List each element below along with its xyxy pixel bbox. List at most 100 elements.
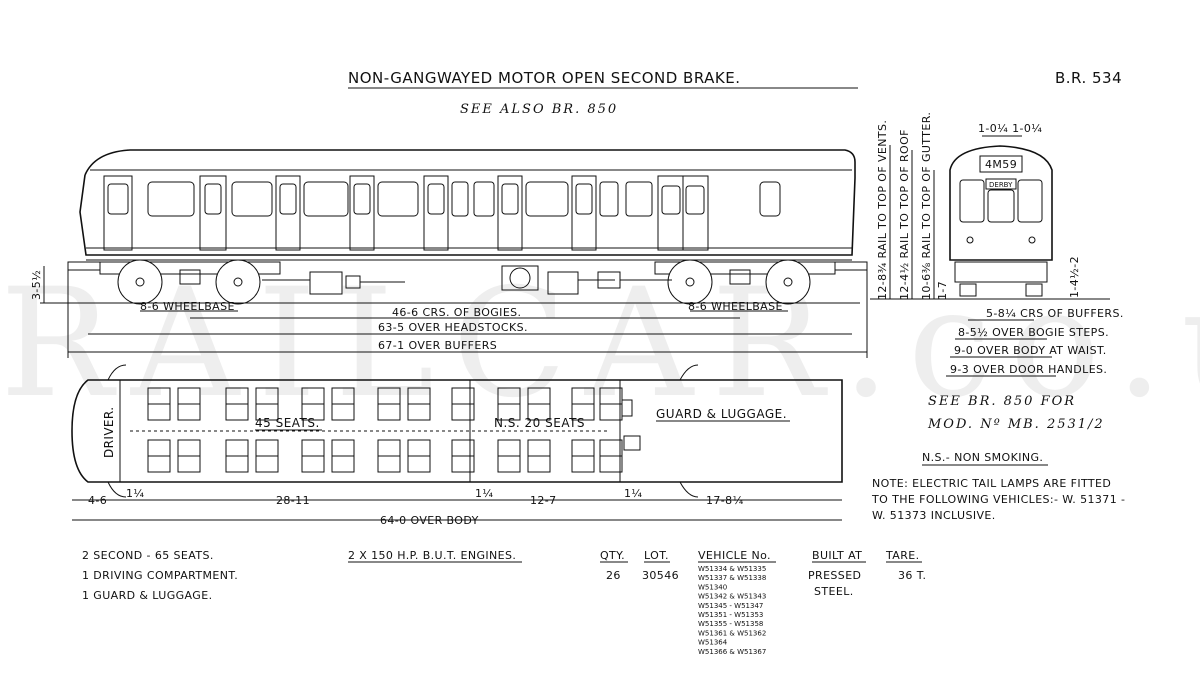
vehicle-number-row: W51355 - W51358 xyxy=(698,620,763,628)
qty-value: 26 xyxy=(606,569,621,582)
guard-label: GUARD & LUGGAGE. xyxy=(656,407,787,421)
door-window xyxy=(685,185,705,215)
buffer-left xyxy=(67,261,101,271)
tare-value: 36 T. xyxy=(898,569,926,582)
rail-to-roof-label: 12-4½ RAIL TO TOP OF ROOF xyxy=(898,129,911,300)
cab-window-centre xyxy=(987,189,1015,223)
cab-window-left xyxy=(959,179,985,223)
side-door xyxy=(497,175,523,251)
end-buffer xyxy=(1025,283,1043,297)
bogie-centres-label: 46-6 CRS. OF BOGIES. xyxy=(392,306,521,319)
vehicle-number-row: W51337 & W51338 xyxy=(698,574,766,582)
vehicle-number-row: W51364 xyxy=(698,639,728,647)
side-body-outline xyxy=(79,174,856,256)
header-vehicle: VEHICLE No. xyxy=(698,549,771,562)
over-body-label: 64-0 OVER BODY xyxy=(380,514,479,527)
door-swing xyxy=(679,481,699,498)
rail-to-gutter-label: 10-6⅜ RAIL TO TOP OF GUTTER. xyxy=(920,112,933,300)
side-elevation: 3-5½ 8-6 WHEELBASE 8-6 WHEELBASE 46-6 CR… xyxy=(30,149,868,358)
side-height-label: 1-4½-2 xyxy=(1068,256,1081,298)
bogie-steps-label: 8-5½ OVER BOGIE STEPS. xyxy=(958,326,1109,339)
accommodation-2: 1 DRIVING COMPARTMENT. xyxy=(82,569,238,582)
side-window xyxy=(231,181,273,217)
rail-to-floor-label: 1-7 xyxy=(936,281,949,300)
note-line-3: W. 51373 INCLUSIVE. xyxy=(872,509,996,522)
built-line-1: PRESSED xyxy=(808,569,861,582)
handnote-line-1: SEE BR. 850 FOR xyxy=(928,394,1076,409)
wheel xyxy=(117,259,163,305)
side-window xyxy=(599,181,619,217)
over-buffers-label: 67-1 OVER BUFFERS xyxy=(378,339,497,352)
end-underframe xyxy=(954,261,1048,283)
wheel xyxy=(765,259,811,305)
vehicle-number-row: W51334 & W51335 xyxy=(698,565,766,573)
dim-cab: 4-6 xyxy=(88,494,107,507)
end-elevation: 4M59 DERBY 1-0¼ 1-0¼ 12-8¾ RAIL TO TOP O… xyxy=(870,112,1124,377)
dim-partition-2: 1¼ xyxy=(475,487,493,500)
vehicle-number-row: W51361 & W51362 xyxy=(698,629,766,637)
header-tare: TARE. xyxy=(885,549,919,562)
lamp-right xyxy=(1028,236,1036,244)
side-roof xyxy=(84,149,856,178)
side-window xyxy=(451,181,469,217)
door-swing xyxy=(107,364,127,381)
headcode-box xyxy=(979,155,1023,173)
drawing-title: NON-GANGWAYED MOTOR OPEN SECOND BRAKE. xyxy=(348,69,741,87)
cab-door xyxy=(103,175,133,251)
wheel xyxy=(667,259,713,305)
side-door xyxy=(349,175,375,251)
door-window xyxy=(575,183,593,215)
header-lot: LOT. xyxy=(644,549,669,562)
cab-window-right xyxy=(1017,179,1043,223)
ns-seats-label: N.S. 20 SEATS xyxy=(494,416,585,430)
end-body-outline xyxy=(949,145,1053,261)
cab-door-window xyxy=(107,183,129,215)
plan-view: DRIVER. 45 SEATS. N.S. 20 SEATS GUARD & … xyxy=(71,364,843,527)
accommodation-3: 1 GUARD & LUGGAGE. xyxy=(82,589,212,602)
headcode: 4M59 xyxy=(985,158,1017,171)
vehicle-number-row: W51340 xyxy=(698,583,727,591)
dim-guard: 17-8¼ xyxy=(706,494,744,507)
door-window xyxy=(353,183,371,215)
built-line-2: STEEL. xyxy=(814,585,854,598)
handnote-line-2: MOD. Nº MB. 2531/2 xyxy=(927,417,1105,432)
destination-box xyxy=(985,178,1017,190)
door-window xyxy=(204,183,222,215)
header-built: BUILT AT xyxy=(812,549,862,562)
side-door xyxy=(199,175,227,251)
side-door xyxy=(275,175,301,251)
side-window xyxy=(303,181,349,217)
handbrake xyxy=(621,399,633,417)
buffer-right xyxy=(834,261,868,271)
side-window xyxy=(147,181,195,217)
axle xyxy=(233,277,243,287)
side-window xyxy=(759,181,781,217)
buffer-height-label: 3-5½ xyxy=(30,270,43,300)
side-door xyxy=(423,175,449,251)
door-swing xyxy=(107,481,127,498)
note-line-1: NOTE: ELECTRIC TAIL LAMPS ARE FITTED xyxy=(872,477,1111,490)
dim-partition-3: 1¼ xyxy=(624,487,642,500)
header-qty: QTY. xyxy=(600,549,625,562)
engine-left xyxy=(309,271,343,295)
rail-to-vents-label: 12-8¾ RAIL TO TOP OF VENTS. xyxy=(876,120,889,300)
see-also-note: SEE ALSO BR. 850 xyxy=(460,102,618,117)
axle xyxy=(783,277,793,287)
vehicle-number-row: W51366 & W51367 xyxy=(698,648,766,656)
dim-saloon-1: 28-11 xyxy=(276,494,310,507)
engines-label: 2 X 150 H.P. B.U.T. ENGINES. xyxy=(348,549,516,562)
note-line-2: TO THE FOLLOWING VEHICLES:- W. 51371 - xyxy=(871,493,1125,506)
side-door xyxy=(571,175,597,251)
guard-seat xyxy=(623,435,641,451)
buffer-centres-label: 5-8¼ CRS OF BUFFERS. xyxy=(986,307,1124,320)
bolster xyxy=(729,269,751,285)
seats-label: 45 SEATS. xyxy=(255,416,320,430)
headstocks-label: 63-5 OVER HEADSTOCKS. xyxy=(378,321,528,334)
engine-right xyxy=(547,271,579,295)
axle xyxy=(685,277,695,287)
ns-key: N.S.- NON SMOKING. xyxy=(922,451,1043,464)
wheelbase-left-label: 8-6 WHEELBASE xyxy=(140,300,235,313)
wheel xyxy=(215,259,261,305)
